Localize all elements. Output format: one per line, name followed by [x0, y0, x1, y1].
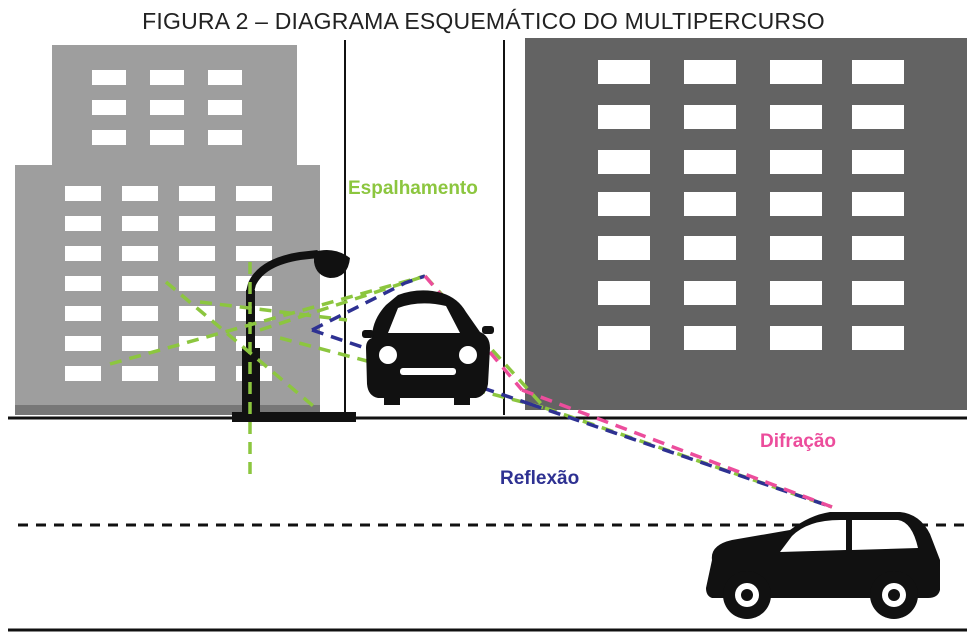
window — [179, 276, 215, 291]
car-side-icon — [706, 512, 940, 619]
window — [122, 246, 158, 261]
window — [770, 281, 822, 305]
window — [770, 60, 822, 84]
window — [179, 186, 215, 201]
right-building — [525, 38, 967, 410]
window — [598, 192, 650, 216]
street-lamp-icon — [232, 250, 356, 422]
window — [770, 192, 822, 216]
window — [598, 105, 650, 129]
window — [684, 192, 736, 216]
window — [852, 326, 904, 350]
left-building — [15, 45, 320, 415]
window — [684, 60, 736, 84]
window — [852, 105, 904, 129]
window — [65, 216, 101, 231]
window — [770, 326, 822, 350]
window — [179, 366, 215, 381]
window — [236, 216, 272, 231]
window — [852, 150, 904, 174]
window — [122, 276, 158, 291]
window — [65, 306, 101, 321]
window — [122, 306, 158, 321]
window — [770, 236, 822, 260]
window — [598, 60, 650, 84]
window — [122, 336, 158, 351]
window — [65, 366, 101, 381]
car-front-icon — [362, 290, 494, 405]
window — [122, 186, 158, 201]
window — [65, 336, 101, 351]
label-scattering: Espalhamento — [348, 178, 478, 199]
window — [598, 150, 650, 174]
window — [236, 246, 272, 261]
window — [684, 150, 736, 174]
window — [122, 366, 158, 381]
window — [65, 276, 101, 291]
label-diffraction: Difração — [760, 431, 836, 452]
window — [122, 216, 158, 231]
window — [684, 236, 736, 260]
label-reflection: Reflexão — [500, 468, 579, 489]
window — [684, 281, 736, 305]
window — [65, 186, 101, 201]
window — [598, 326, 650, 350]
window — [65, 246, 101, 261]
window — [852, 192, 904, 216]
window — [598, 236, 650, 260]
window — [684, 326, 736, 350]
window — [236, 186, 272, 201]
figure-title: FIGURA 2 – DIAGRAMA ESQUEMÁTICO DO MULTI… — [142, 8, 825, 34]
window — [179, 216, 215, 231]
window — [179, 246, 215, 261]
window — [770, 150, 822, 174]
window — [852, 60, 904, 84]
window — [598, 281, 650, 305]
window — [179, 306, 215, 321]
window — [770, 105, 822, 129]
window — [852, 281, 904, 305]
window — [684, 105, 736, 129]
reflection-rays — [311, 274, 833, 509]
window — [179, 336, 215, 351]
window — [852, 236, 904, 260]
